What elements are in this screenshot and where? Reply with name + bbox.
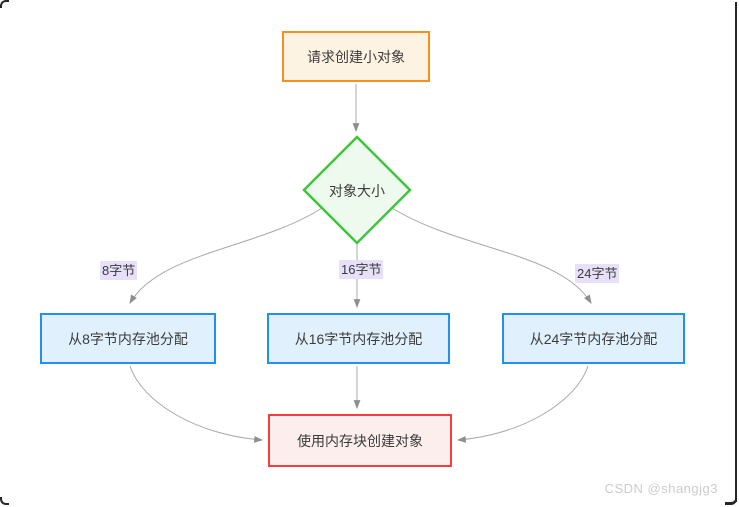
node-request-create-small-object: 请求创建小对象 [282,31,430,82]
window-frame-corner-top-left [0,0,9,8]
edge-decision-to-pool8 [129,207,323,304]
window-frame-corner-bottom-left [0,497,9,505]
edge-label-24-bytes: 24字节 [575,264,620,283]
node-label: 从8字节内存池分配 [68,330,188,347]
node-label: 从24字节内存池分配 [529,330,658,347]
node-create-object-with-memory-block: 使用内存块创建对象 [268,414,452,467]
csdn-watermark: CSDN @shangjg3 [604,481,718,496]
node-label: 请求创建小对象 [307,48,405,65]
node-allocate-from-8byte-pool: 从8字节内存池分配 [40,313,216,364]
node-label: 对象大小 [329,183,385,199]
node-object-size: 对象大小 [307,181,407,201]
edge-label-16-bytes: 16字节 [339,260,384,279]
node-label: 使用内存块创建对象 [297,432,423,449]
node-allocate-from-16byte-pool: 从16字节内存池分配 [267,313,450,364]
edge-pool24-to-create [456,365,589,443]
edge-label-8-bytes: 8字节 [100,261,138,280]
node-allocate-from-24byte-pool: 从24字节内存池分配 [502,313,685,364]
decision-diamond-shape [302,135,412,245]
window-frame-right-edge [735,2,737,502]
window-frame-corner-bottom-right [725,498,737,505]
edge-pool8-to-create [129,365,264,443]
edge-decision-to-pool24 [391,207,592,304]
node-label: 从16字节内存池分配 [294,330,423,347]
